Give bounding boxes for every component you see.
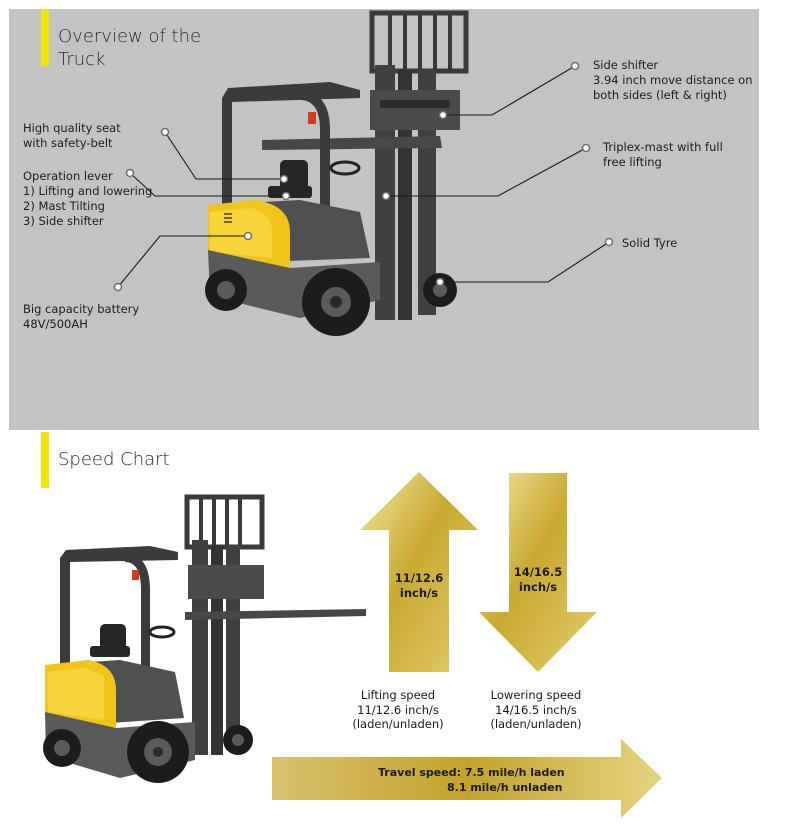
label-side-shifter-line3: both sides (left & right) xyxy=(593,88,727,102)
lifting-caption-line3: (laden/unladen) xyxy=(352,717,444,731)
lowering-caption-line2: 14/16.5 inch/s xyxy=(495,702,577,717)
label-mast: Triplex-mast with full free lifting xyxy=(603,140,723,170)
label-tyre-text: Solid Tyre xyxy=(622,236,678,250)
label-mast-line1: Triplex-mast with full xyxy=(603,140,723,154)
label-seat: High quality seat with safety-belt xyxy=(23,121,121,151)
lowering-caption: Lowering speed 14/16.5 inch/s (laden/unl… xyxy=(481,688,591,732)
travel-speed-arrow xyxy=(272,739,662,818)
lifting-caption: Lifting speed 11/12.6 inch/s (laden/unla… xyxy=(343,688,453,732)
overview-accent-bar xyxy=(41,9,49,66)
label-seat-line2: with safety-belt xyxy=(23,136,113,150)
down-arrow-text: 14/16.5 inch/s xyxy=(505,565,571,595)
label-side-shifter-line1: Side shifter xyxy=(593,58,659,72)
label-mast-line2: free lifting xyxy=(603,155,662,169)
speed-chart-title: Speed Chart xyxy=(58,449,170,470)
lowering-caption-line1: Lowering speed xyxy=(490,688,582,702)
label-battery-line1: Big capacity battery xyxy=(23,302,140,316)
lowering-caption-line3: (laden/unladen) xyxy=(490,717,582,731)
lifting-caption-line1: Lifting speed xyxy=(360,688,436,702)
label-battery-line2: 48V/500AH xyxy=(23,317,88,331)
label-side-shifter-line2: 3.94 inch move distance on xyxy=(593,73,753,87)
truck-speed-chart xyxy=(43,494,366,783)
label-seat-line1: High quality seat xyxy=(23,121,121,135)
up-arrow-text: 11/12.6 inch/s xyxy=(389,571,449,601)
label-battery: Big capacity battery 48V/500AH xyxy=(23,302,139,332)
down-arrow-text-line1: 14/16.5 xyxy=(513,565,563,579)
overview-title-line2: Truck xyxy=(58,48,106,70)
travel-speed-line2: 8.1 mile/h unladen xyxy=(447,781,563,794)
down-arrow-text-line2: inch/s xyxy=(518,580,558,594)
label-lever-item-1: 1) Lifting and lowering xyxy=(23,184,153,198)
truck-overview xyxy=(205,10,469,336)
up-arrow-text-line2: inch/s xyxy=(399,586,439,600)
label-side-shifter: Side shifter 3.94 inch move distance on … xyxy=(593,58,753,103)
lifting-speed-arrow xyxy=(360,472,478,672)
label-operation-lever: Operation lever 1) Lifting and lowering … xyxy=(23,169,152,229)
travel-speed-line1: Travel speed: 7.5 mile/h laden xyxy=(378,766,565,779)
speed-chart-accent-bar xyxy=(41,432,49,488)
overview-title: Overview of the Truck xyxy=(58,26,201,71)
lowering-speed-arrow xyxy=(479,473,597,672)
label-lever-item-3: 3) Side shifter xyxy=(23,214,104,228)
overview-title-line1: Overview of the xyxy=(58,26,202,47)
label-lever-item-2: 2) Mast Tilting xyxy=(23,199,105,213)
lifting-caption-line2: 11/12.6 inch/s xyxy=(357,702,439,717)
label-tyre: Solid Tyre xyxy=(622,236,677,251)
up-arrow-text-line1: 11/12.6 xyxy=(394,571,444,585)
label-lever-title: Operation lever xyxy=(23,169,113,183)
